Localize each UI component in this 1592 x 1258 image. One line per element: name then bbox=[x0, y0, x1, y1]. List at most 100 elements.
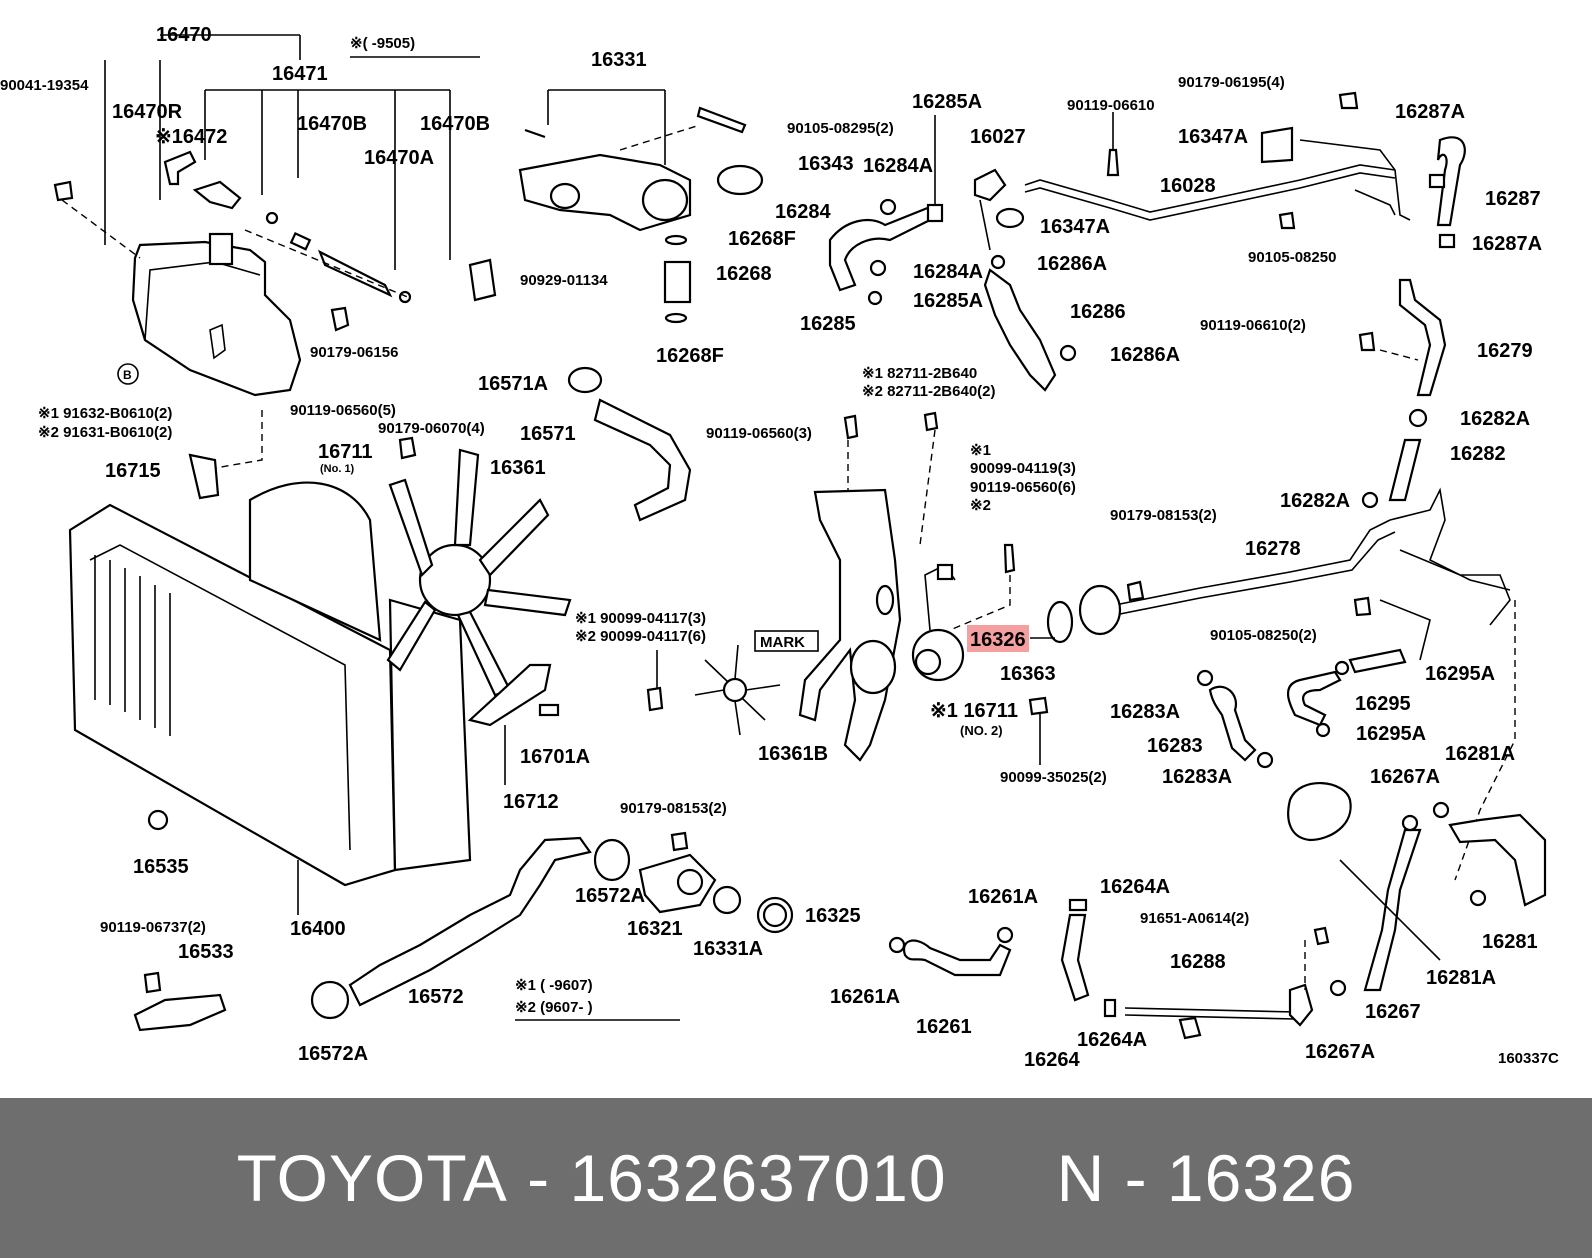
label-note-1: ※1 bbox=[970, 442, 991, 459]
label-16343: 16343 bbox=[798, 153, 854, 175]
label-16268F-a: 16268F bbox=[728, 228, 796, 250]
label-91631-B0610: ※2 91631-B0610(2) bbox=[38, 424, 172, 441]
radiator-inner-edge bbox=[89, 544, 351, 851]
clip-90179-06195 bbox=[1338, 91, 1359, 110]
pipe-16278-lower bbox=[1114, 531, 1396, 616]
label-90099-04117-a: ※1 90099-04117(3) bbox=[575, 610, 706, 627]
pump-connector bbox=[936, 563, 954, 581]
label-16267A-b: 16267A bbox=[1305, 1041, 1375, 1063]
part-labels: 16470 90041-19354 16471 16470R ※16472 16… bbox=[0, 24, 1542, 1071]
clamp-16287A-upper bbox=[1428, 173, 1446, 189]
pipe-16028-bracket bbox=[1354, 189, 1396, 216]
label-90119-06610-2: 90119-06610(2) bbox=[1200, 317, 1306, 334]
pipe-16268 bbox=[663, 260, 692, 304]
footer-dash-1: - bbox=[527, 1141, 551, 1215]
flange-16278 bbox=[1078, 584, 1122, 636]
footer-ref-code: 16326 bbox=[1166, 1141, 1356, 1215]
label-90179-08153-a: 90179-08153(2) bbox=[1110, 507, 1217, 524]
label-90099-35025: 90099-35025(2) bbox=[1000, 769, 1107, 786]
hose-16572 bbox=[348, 836, 592, 1007]
label-16261: 16261 bbox=[916, 1016, 972, 1038]
mark-box bbox=[754, 630, 819, 652]
label-16285: 16285 bbox=[800, 313, 856, 335]
label-90119-06560-5: 90119-06560(5) bbox=[290, 402, 396, 419]
pipe-16027 bbox=[979, 199, 991, 251]
part-16470B-sleeve bbox=[289, 231, 312, 251]
label-90099-04119: 90099-04119(3) bbox=[970, 460, 1076, 477]
hose-16286 bbox=[983, 268, 1057, 392]
label-16268: 16268 bbox=[716, 263, 772, 285]
pipe-16278-upper bbox=[1114, 519, 1391, 606]
parts-diagram: ※( -9505) B bbox=[0, 24, 1560, 1071]
label-16285A-b: 16285A bbox=[913, 290, 983, 312]
bracket-16533 bbox=[133, 993, 227, 1032]
fan-blade-4 bbox=[456, 610, 512, 697]
dash-hose-clip bbox=[244, 229, 411, 299]
clamp-16571A bbox=[567, 366, 603, 394]
label-16287: 16287 bbox=[1485, 188, 1541, 210]
drain-plug-16535 bbox=[147, 809, 169, 831]
clamp-16295A-lower bbox=[1315, 722, 1331, 738]
pipe-16267-cross bbox=[1339, 859, 1441, 961]
b-badge: B bbox=[123, 368, 132, 382]
hose-16283 bbox=[1208, 685, 1257, 762]
clamp-90179-06156 bbox=[330, 306, 350, 332]
part-number-footer: TOYOTA - 1632637010 N - 16326 bbox=[0, 1098, 1592, 1258]
label-90119-06610: 90119-06610 bbox=[1067, 97, 1155, 114]
part-16472 bbox=[163, 150, 197, 186]
clamp-16282A-lower bbox=[1361, 491, 1379, 509]
label-90179-06195: 90179-06195(4) bbox=[1178, 74, 1285, 91]
clip-90179-08153-b bbox=[670, 831, 689, 852]
label-16278: 16278 bbox=[1245, 538, 1301, 560]
pipe-16278-branch bbox=[1399, 549, 1511, 626]
bolt-90099-04117 bbox=[646, 686, 664, 712]
reservoir-bracket bbox=[209, 323, 226, 360]
label-16283A-b: 16283A bbox=[1162, 766, 1232, 788]
label-16268F-b: 16268F bbox=[656, 345, 724, 367]
pipe-16278-down bbox=[1379, 599, 1431, 661]
bottom-note-1: ※1 ( -9607) bbox=[515, 977, 593, 994]
label-16284: 16284 bbox=[775, 201, 831, 223]
fitting-16295A bbox=[1348, 648, 1407, 674]
label-16326: 16326 bbox=[970, 629, 1026, 651]
label-16711-no1: (No. 1) bbox=[320, 463, 355, 475]
part-16470R bbox=[192, 180, 242, 210]
label-16470B-b: 16470B bbox=[420, 113, 490, 135]
label-16288: 16288 bbox=[1170, 951, 1226, 973]
clamp-16572A-lower bbox=[310, 980, 350, 1020]
bracket-16711-no2 bbox=[798, 488, 902, 762]
outlet-port bbox=[549, 182, 581, 210]
label-16282: 16282 bbox=[1450, 443, 1506, 465]
hose-16571-body bbox=[593, 398, 692, 522]
pipe-16278-bracket bbox=[1389, 487, 1511, 591]
clip-16470B-a bbox=[265, 211, 279, 225]
label-16281A-a: 16281A bbox=[1445, 743, 1515, 765]
clamp-16261A-right bbox=[996, 926, 1014, 944]
dash-bolt-outlet bbox=[619, 124, 701, 151]
cable-16288-b bbox=[1124, 1014, 1296, 1020]
label-90105-08250-b: 90105-08250(2) bbox=[1210, 627, 1317, 644]
bracket-slot bbox=[875, 584, 895, 616]
pipe-16279-group bbox=[1358, 278, 1447, 509]
part-16470A-hose bbox=[317, 249, 393, 298]
gasket-16343 bbox=[716, 164, 764, 196]
label-16283A-a: 16283A bbox=[1110, 701, 1180, 723]
clamp-16286A-lower bbox=[1059, 344, 1077, 362]
bolt-90119-06560-3 bbox=[843, 414, 859, 440]
clamp-16284A-upper bbox=[879, 198, 897, 216]
pipe-16028-lower bbox=[1024, 172, 1396, 221]
label-16572: 16572 bbox=[408, 986, 464, 1008]
label-90119-06560-6: 90119-06560(6) bbox=[970, 479, 1076, 496]
fan-blade-5 bbox=[386, 600, 437, 672]
hose-16284 bbox=[828, 203, 942, 292]
label-16361: 16361 bbox=[490, 457, 546, 479]
bottom-note-2: ※2 (9607- ) bbox=[515, 999, 593, 1016]
pipe-16279 bbox=[1398, 278, 1447, 397]
label-16712: 16712 bbox=[503, 791, 559, 813]
water-outlet-group bbox=[468, 89, 764, 324]
clip-90929-01134 bbox=[468, 258, 497, 302]
label-90041-19354: 90041-19354 bbox=[0, 77, 89, 94]
figure-id: 160337C bbox=[1498, 1050, 1559, 1067]
highlight-box-16326 bbox=[967, 625, 1029, 652]
label-90099-04117-b: ※2 90099-04117(6) bbox=[575, 628, 706, 645]
